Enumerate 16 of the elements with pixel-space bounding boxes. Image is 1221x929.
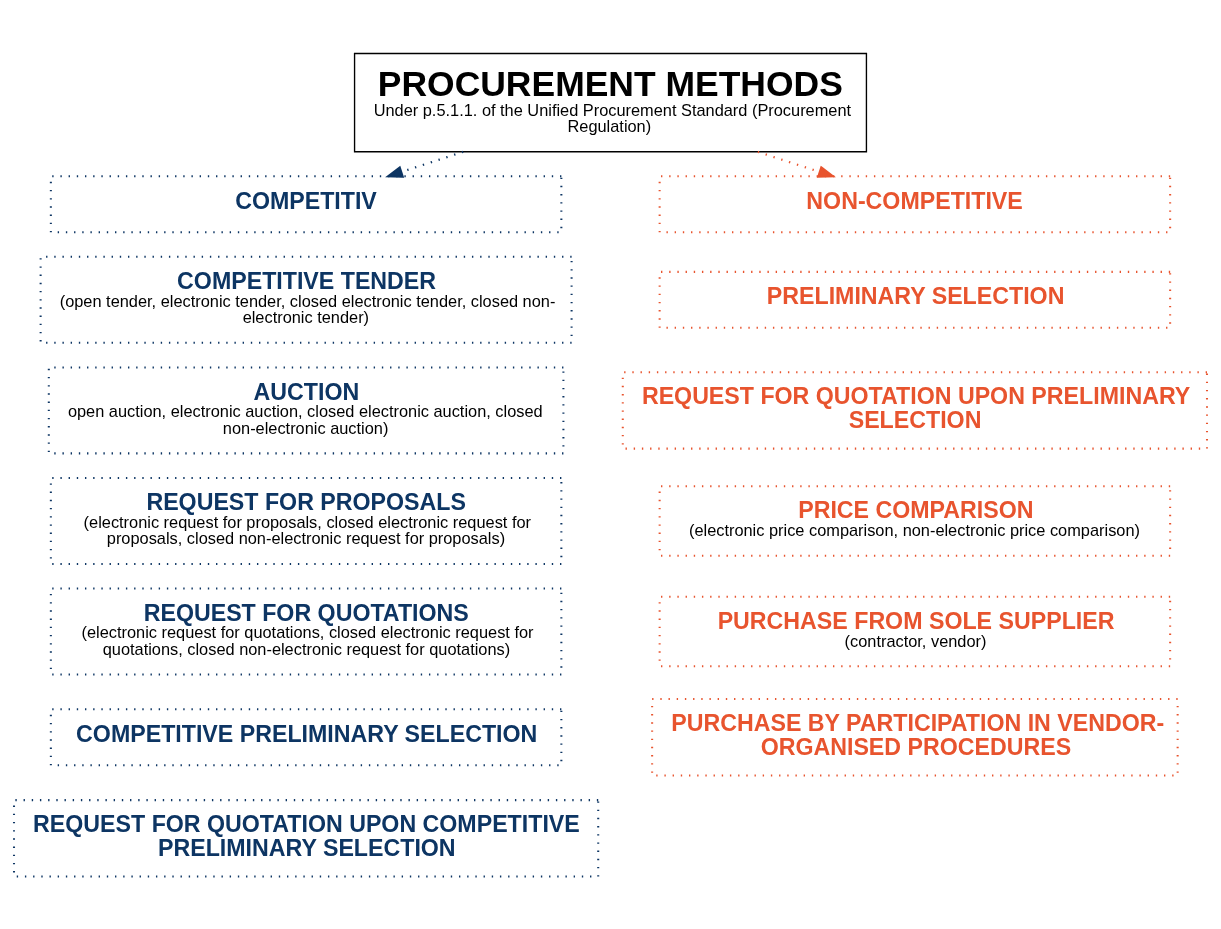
node-box: PROCUREMENT METHODS Under p.5.1.1. of the Unified Procurement Standard (Procurement Regulation) [353, 52, 868, 152]
arrow [757, 150, 836, 178]
node-box: PURCHASE FROM SOLE SUPPLIER (contractor, vendor) [658, 595, 1172, 667]
node-box: REQUEST FOR QUOTATION UPON PRELIMINARY SELECTION [621, 370, 1208, 450]
node-box: AUCTION open auction, electronic auction, closed electronic auction, closed non-electronic auction) [47, 365, 565, 454]
node-box: NON-COMPETITIVE [658, 174, 1172, 233]
node-box: PRICE COMPARISON (electronic price comparison, non-electronic price comparison) [658, 484, 1172, 557]
node-box: COMPETITIVE TENDER (open tender, electronic tender, closed electronic tender, closed non-electronic tender) [39, 255, 573, 344]
node-box: COMPETITIV [49, 174, 563, 233]
arrow [385, 150, 464, 178]
node-box: PRELIMINARY SELECTION [658, 270, 1172, 329]
node-box: COMPETITIVE PRELIMINARY SELECTION [49, 707, 563, 766]
node-box: REQUEST FOR QUOTATION UPON COMPETITIVE PRELIMINARY SELECTION [13, 798, 600, 878]
node-box: REQUEST FOR PROPOSALS (electronic request for proposals, closed electronic request for proposals, closed non-electronic request for proposals) [49, 476, 563, 565]
node-box: REQUEST FOR QUOTATIONS (electronic request for quotations, closed electronic request for quotations, closed non-electronic request for quotations) [49, 587, 563, 676]
node-box: PURCHASE BY PARTICIPATION IN VENDOR-ORGANISED PROCEDURES [651, 697, 1179, 777]
